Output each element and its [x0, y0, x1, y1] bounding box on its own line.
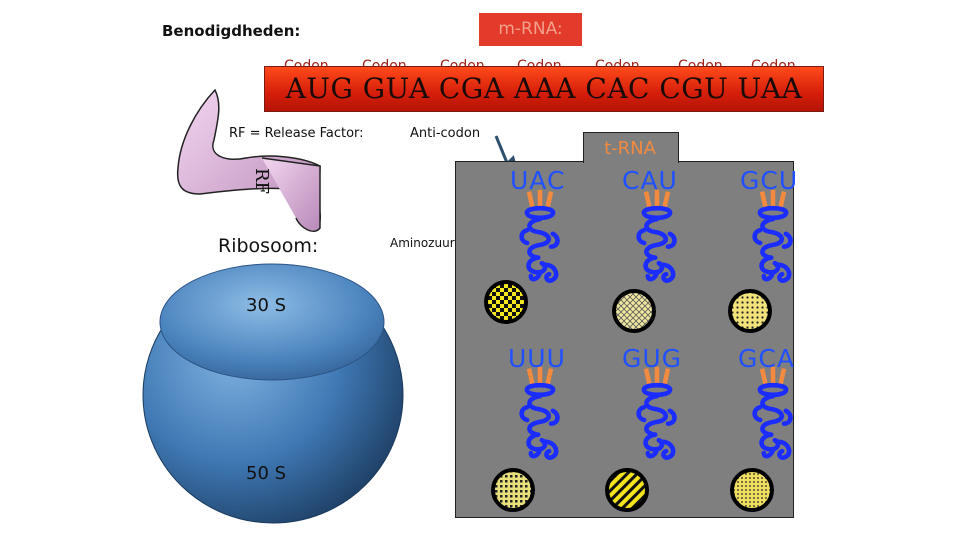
trna-anticodon: UAC	[510, 166, 566, 195]
trna-anticodon: GUG	[622, 344, 683, 373]
mrna-label: m-RNA:	[479, 13, 582, 46]
amino-acid-ball	[730, 468, 774, 512]
amino-acid-ball	[491, 468, 535, 512]
trna-molecule	[522, 190, 558, 281]
trna-anticodon: CAU	[622, 166, 678, 195]
trna-molecule	[639, 367, 675, 458]
release-factor-label: RF	[251, 168, 272, 195]
trna-tab	[583, 132, 679, 163]
ribosome-label: Ribosoom:	[218, 235, 319, 257]
mrna-sequence: AUG GUA CGA AAA CAC CGU UAA	[285, 72, 803, 105]
trna-label: t-RNA	[604, 138, 656, 159]
trna-anticodon: UUU	[508, 344, 566, 373]
ribosome-50s-label: 50 S	[246, 463, 287, 484]
amino-acid-ball	[605, 468, 649, 512]
trna-molecule	[755, 367, 791, 458]
trna-anticodon: GCA	[738, 344, 795, 373]
amino-acid-ball	[484, 280, 528, 324]
anticodon-label: Anti-codon	[410, 126, 481, 141]
trna-panel	[455, 161, 794, 518]
trna-molecule	[522, 367, 558, 458]
mrna-strand: AUG GUA CGA AAA CAC CGU UAA	[264, 66, 824, 112]
amino-acid-ball	[612, 289, 656, 333]
release-factor-definition: RF = Release Factor:	[229, 126, 364, 141]
trna-molecule	[755, 190, 791, 281]
trna-molecule	[639, 190, 675, 281]
ribosome-30s-subunit	[159, 263, 385, 381]
page-title: Benodigdheden:	[162, 22, 301, 40]
trna-anticodon: GCU	[740, 166, 799, 195]
ribosome-30s-label: 30 S	[246, 295, 287, 316]
amino-acid-ball	[728, 289, 772, 333]
aminozuur-label: Aminozuur	[390, 236, 455, 250]
